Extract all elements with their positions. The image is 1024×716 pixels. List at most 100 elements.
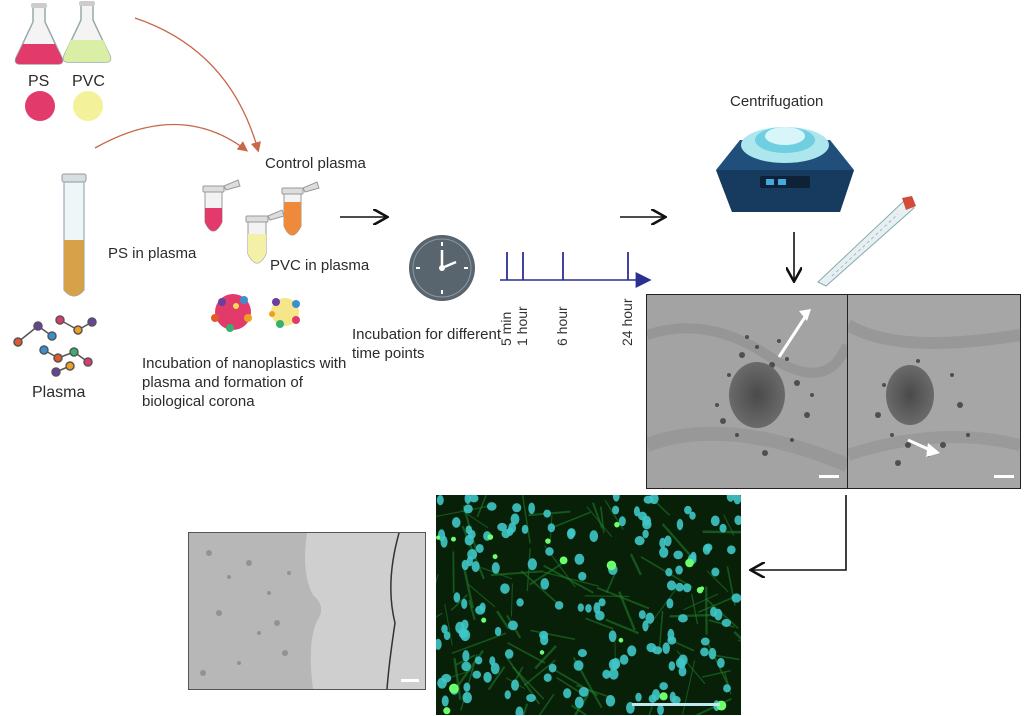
cell-nucleus xyxy=(690,551,697,562)
cell-nucleus xyxy=(547,523,556,533)
actin-fiber xyxy=(529,562,563,586)
actin-fiber xyxy=(681,660,696,715)
timeline-label-5min: 5 min xyxy=(498,311,514,346)
pvc-tube-icon xyxy=(245,209,285,264)
cell-nucleus xyxy=(649,495,659,505)
cell-nucleus xyxy=(700,637,710,646)
corona-pvc-icon xyxy=(269,298,300,328)
actin-fiber xyxy=(476,495,487,518)
actin-fiber xyxy=(444,604,453,646)
nanoplastic-signal xyxy=(539,650,545,655)
clock-icon xyxy=(409,235,475,301)
cell-nucleus xyxy=(490,662,500,675)
cell-nucleus xyxy=(471,561,480,573)
actin-fiber xyxy=(552,668,599,697)
cell-nucleus xyxy=(475,543,484,553)
actin-fiber xyxy=(507,642,546,664)
cell-nucleus xyxy=(721,618,732,627)
cell-nucleus xyxy=(602,669,611,679)
nanoplastic-signal xyxy=(487,534,494,540)
actin-fiber xyxy=(584,595,630,597)
actin-fiber xyxy=(585,617,614,630)
actin-fiber xyxy=(702,530,741,534)
cell-nucleus xyxy=(436,495,444,506)
cell-nucleus xyxy=(440,535,448,548)
cell-nucleus xyxy=(678,614,688,623)
cell-nucleus xyxy=(475,605,486,615)
cell-nucleus xyxy=(665,567,673,577)
cell-nucleus xyxy=(474,656,483,665)
control-tube-icon xyxy=(281,181,320,236)
cell-nucleus xyxy=(465,525,473,535)
cell-nucleus xyxy=(676,518,684,531)
cell-nucleus xyxy=(578,571,587,581)
cell-nucleus xyxy=(733,495,741,505)
nanoplastic-signal xyxy=(436,535,441,540)
ps-particle xyxy=(25,91,55,121)
cell-nucleus xyxy=(566,528,575,540)
cell-nucleus xyxy=(500,583,510,594)
actin-fiber xyxy=(697,594,739,614)
cell-nucleus xyxy=(515,706,524,715)
actin-fiber xyxy=(599,506,605,533)
cell-nucleus xyxy=(461,598,468,609)
curved-arrow xyxy=(94,123,249,152)
actin-fiber xyxy=(549,511,591,530)
cell-nucleus xyxy=(608,668,619,680)
cell-nucleus xyxy=(491,562,500,574)
cell-nucleus xyxy=(543,673,552,682)
flow-arrow xyxy=(752,495,847,570)
actin-fiber xyxy=(436,505,490,518)
actin-fiber xyxy=(648,706,653,715)
cell-nucleus xyxy=(462,650,470,662)
cell-nucleus xyxy=(458,628,468,639)
cell-nucleus xyxy=(516,598,524,607)
cell-nucleus xyxy=(648,694,657,703)
fluorescence-panel xyxy=(436,495,741,715)
cell-nucleus xyxy=(711,567,720,577)
corona-ps-icon xyxy=(211,294,252,332)
microscopy-panel-left xyxy=(646,294,848,489)
actin-fiber xyxy=(496,610,510,630)
cell-nucleus xyxy=(486,502,497,511)
tem-panel xyxy=(188,532,426,690)
actin-fiber xyxy=(543,571,599,587)
actin-fiber xyxy=(629,553,642,576)
cell-nucleus xyxy=(659,682,668,691)
cell-nucleus xyxy=(540,578,550,590)
pvc-label: PVC xyxy=(72,73,105,90)
actin-fiber xyxy=(708,619,735,628)
plasma-molecules-icon xyxy=(13,315,97,377)
cell-nucleus xyxy=(662,642,670,654)
cell-nucleus xyxy=(734,515,741,526)
cell-nucleus xyxy=(642,620,649,632)
nanoplastic-signal xyxy=(559,556,568,565)
actin-fiber xyxy=(450,594,469,612)
cell-nucleus xyxy=(453,592,461,603)
cell-nucleus xyxy=(539,630,549,640)
cell-nucleus xyxy=(548,663,557,673)
actin-fiber xyxy=(487,666,506,691)
cell-nucleus xyxy=(526,693,536,702)
cell-nucleus xyxy=(714,608,723,621)
flask-icon xyxy=(62,1,112,63)
pvc-in-plasma-label: PVC in plasma xyxy=(270,257,370,274)
nanoplastic-signal xyxy=(618,637,624,643)
cell-nucleus xyxy=(507,620,518,631)
microscopy-panel-right xyxy=(847,294,1021,489)
cell-nucleus xyxy=(578,686,589,697)
cell-nucleus xyxy=(464,495,472,505)
actin-fiber xyxy=(570,704,588,715)
cell-nucleus xyxy=(574,696,584,709)
nanoplastic-signal xyxy=(492,554,498,560)
actin-fiber xyxy=(512,666,545,700)
actin-fiber xyxy=(521,495,531,544)
cell-nucleus xyxy=(437,677,447,689)
nanoplastic-signal xyxy=(606,560,617,571)
cell-nucleus xyxy=(664,535,672,547)
cell-nucleus xyxy=(634,535,645,546)
timeline-label-6hour: 6 hour xyxy=(554,306,570,346)
cell-nucleus xyxy=(577,649,587,658)
actin-fiber xyxy=(702,670,731,678)
timeline xyxy=(500,252,652,288)
